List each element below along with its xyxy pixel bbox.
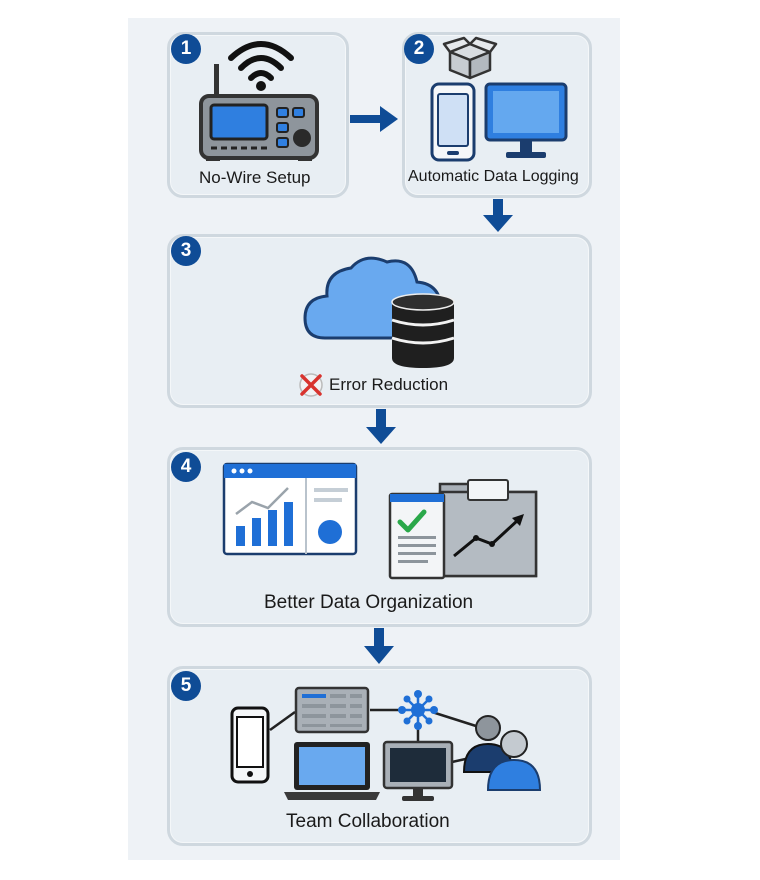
arrow-down-icon: [364, 628, 394, 664]
smartphone-icon: [430, 82, 476, 162]
step-5-badge: 5: [171, 671, 201, 701]
step-3-label: Error Reduction: [329, 375, 449, 394]
arrow-right-icon: [350, 106, 398, 132]
database-icon: [391, 293, 455, 368]
step-1-badge: 1: [171, 34, 201, 64]
package-icon: [442, 36, 498, 80]
step-4-badge: 4: [171, 452, 201, 482]
step-2-label: Automatic Data Logging: [408, 168, 579, 185]
step-5-label: Team Collaboration: [286, 811, 450, 832]
network-hub-icon: [398, 690, 438, 730]
monitor-icon: [382, 740, 454, 801]
step-4-label: Better Data Organization: [264, 592, 474, 613]
users-icon: [462, 715, 542, 791]
folder-checklist-icon: [388, 479, 538, 580]
arrow-down-icon: [366, 409, 396, 444]
step-2-badge: 2: [404, 34, 434, 64]
server-table-icon: [294, 686, 370, 734]
laptop-icon: [284, 742, 380, 800]
smartphone-icon: [230, 706, 270, 784]
arrow-down-icon: [483, 199, 513, 232]
monitor-icon: [484, 82, 568, 158]
router-icon: [199, 64, 319, 161]
wifi-icon: [228, 41, 294, 91]
dashboard-chart-icon: [222, 462, 358, 556]
step-3-badge: 3: [171, 236, 201, 266]
error-x-icon: [299, 373, 323, 397]
step-1-label: No-Wire Setup: [199, 168, 311, 187]
